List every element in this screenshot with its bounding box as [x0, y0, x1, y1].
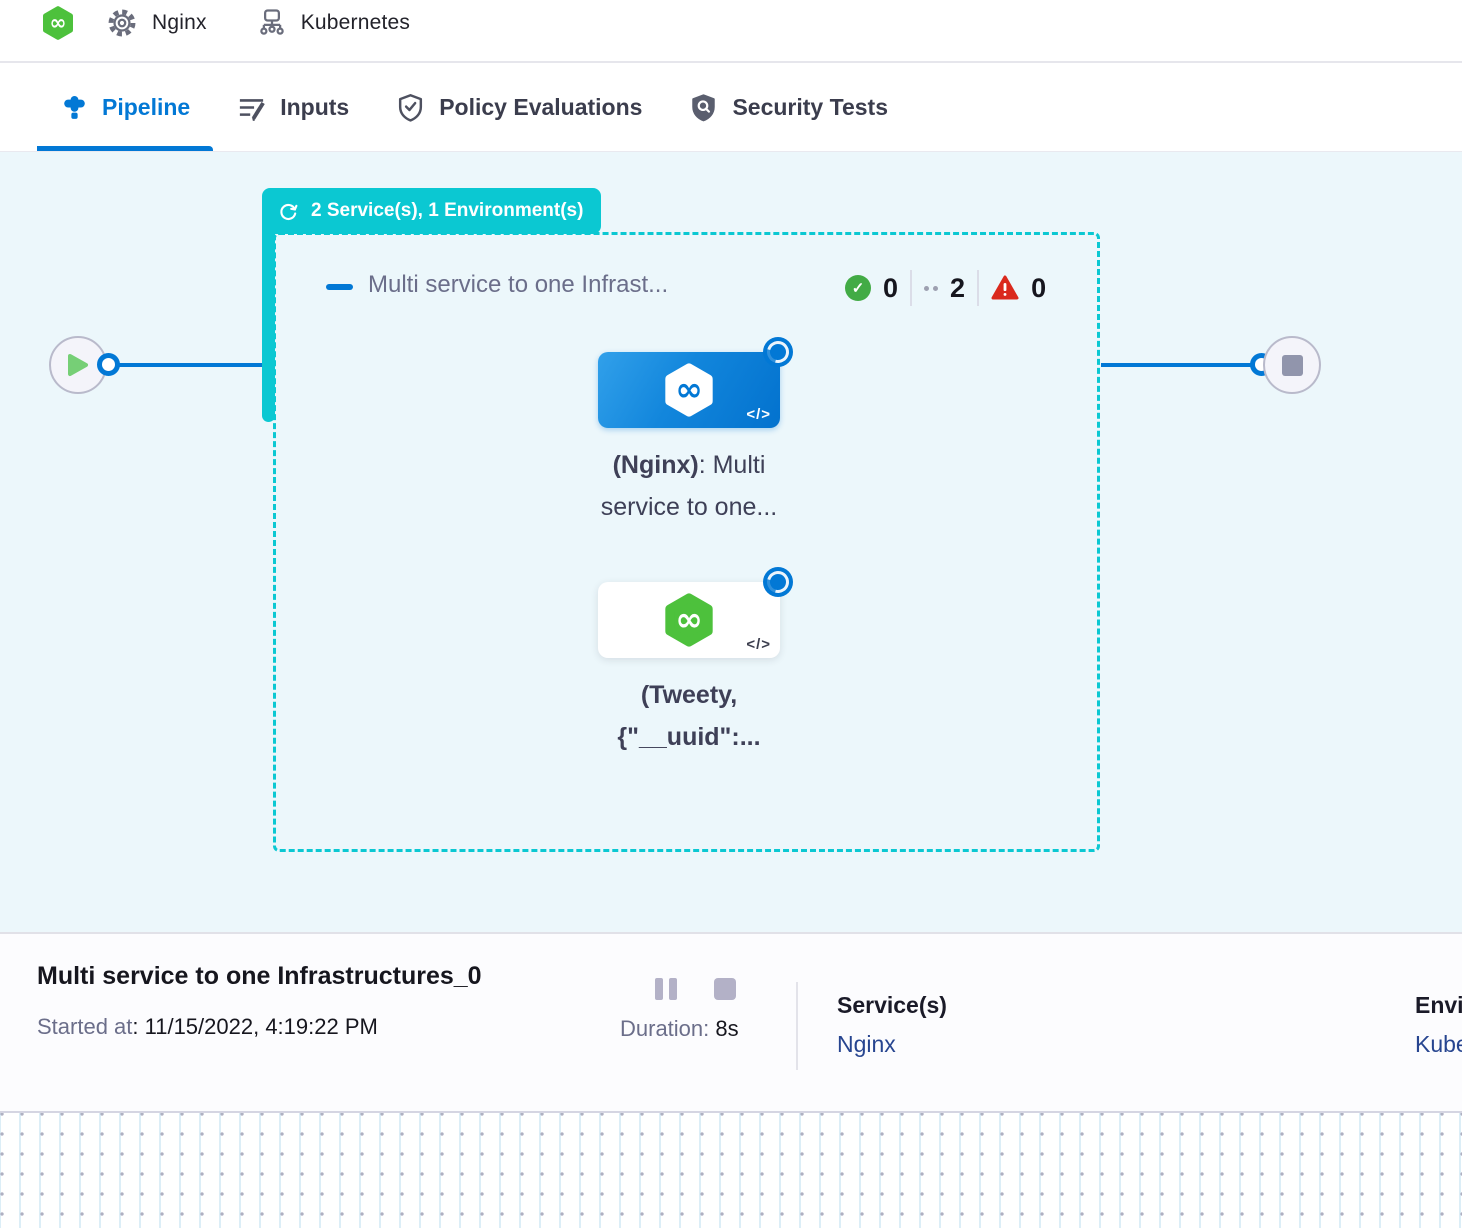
environments-label: Environment(s)	[1415, 992, 1462, 1018]
running-spinner-icon	[763, 567, 793, 597]
gear-icon	[106, 7, 138, 39]
policy-evaluations-icon	[395, 92, 426, 123]
running-dots-icon	[924, 285, 939, 291]
harness-service-icon: ∞	[40, 4, 76, 42]
stage-dashed-box	[273, 232, 1100, 852]
pipeline-end-node	[1263, 336, 1321, 394]
stage-badge-label: 2 Service(s), 1 Environment(s)	[311, 200, 584, 221]
kubernetes-environment-icon	[257, 8, 287, 38]
node-nginx-label: (Nginx): Multi service to one...	[600, 451, 778, 521]
environment-link-kubernetes[interactable]: Kubernetes	[1415, 1031, 1462, 1057]
service-name-label: Nginx	[152, 10, 207, 34]
tab-security-tests[interactable]: Security Tests	[665, 63, 911, 151]
inputs-icon	[236, 92, 267, 123]
execution-summary-bar: Multi service to one Infrastructures_0 S…	[0, 932, 1462, 1111]
node-nginx[interactable]: ∞ </>	[598, 337, 793, 428]
environments-summary: Environment(s) Kubernetes	[1415, 992, 1462, 1058]
harness-logo-icon: ∞	[660, 591, 718, 649]
canvas-grid-background	[0, 1111, 1462, 1228]
warning-triangle-icon	[991, 275, 1019, 301]
services-label: Service(s)	[837, 992, 947, 1018]
duration-value: 8s	[715, 1016, 739, 1041]
started-at-label: Started at	[37, 1014, 133, 1039]
stage-header: Multi service to one Infrast... ✓ 0 2 0	[273, 266, 1100, 312]
top-bar: ∞ Nginx	[0, 0, 1462, 63]
tab-bar: Pipeline Inputs Policy Evaluations	[0, 63, 1462, 152]
tab-inputs[interactable]: Inputs	[213, 63, 372, 151]
code-template-icon: </>	[746, 636, 771, 653]
execution-title: Multi service to one Infrastructures_0	[37, 962, 482, 990]
connector-dot-start	[97, 353, 120, 376]
service-link-nginx[interactable]: Nginx	[837, 1031, 896, 1057]
edge-end	[1101, 363, 1257, 367]
harness-logo-icon: ∞	[660, 361, 718, 419]
stage-title: Multi service to one Infrast...	[368, 271, 669, 298]
node-tweety[interactable]: ∞ </>	[598, 567, 793, 658]
tab-label-security-tests: Security Tests	[732, 93, 888, 120]
stop-icon	[1281, 354, 1303, 376]
divider	[796, 982, 798, 1070]
running-count: 2	[950, 272, 966, 303]
edge-start	[116, 363, 264, 367]
started-at-value: : 11/15/2022, 4:19:22 PM	[132, 1014, 378, 1039]
pipeline-canvas: 2 Service(s), 1 Environment(s) Multi ser…	[0, 152, 1462, 932]
svg-text:∞: ∞	[675, 600, 702, 639]
rollout-loop-icon	[276, 199, 300, 223]
svg-text:∞: ∞	[675, 370, 702, 409]
running-spinner-icon	[763, 337, 793, 367]
failed-count: 0	[1031, 272, 1047, 303]
svg-text:∞: ∞	[50, 10, 67, 34]
pause-button[interactable]	[655, 978, 679, 1000]
services-summary: Service(s) Nginx	[837, 992, 947, 1058]
security-tests-icon	[688, 92, 719, 123]
duration-label: Duration:	[620, 1016, 716, 1041]
tab-label-inputs: Inputs	[280, 93, 350, 120]
divider	[977, 270, 980, 306]
abort-button[interactable]	[714, 978, 738, 1000]
tab-label-pipeline: Pipeline	[102, 93, 191, 120]
stage-status-counts: ✓ 0 2 0	[845, 266, 1046, 310]
stage-left-bar	[262, 226, 275, 422]
node-tweety-label: (Tweety, {"__uuid":...	[617, 681, 761, 751]
code-template-icon: </>	[746, 406, 771, 423]
success-check-icon: ✓	[845, 275, 871, 301]
pipeline-icon	[60, 93, 89, 122]
stage-badge[interactable]: 2 Service(s), 1 Environment(s)	[262, 188, 602, 234]
environment-name-label: Kubernetes	[300, 10, 411, 34]
started-at: Started at: 11/15/2022, 4:19:22 PM	[37, 1014, 378, 1040]
play-icon	[67, 353, 89, 377]
tab-policy-evaluations[interactable]: Policy Evaluations	[372, 63, 665, 151]
duration: Duration: 8s	[620, 1016, 739, 1042]
tab-label-policy-evaluations: Policy Evaluations	[439, 93, 643, 120]
divider	[910, 270, 913, 306]
stage-collapse-button[interactable]	[326, 284, 353, 290]
tab-pipeline[interactable]: Pipeline	[37, 63, 214, 151]
success-count: 0	[883, 272, 899, 303]
